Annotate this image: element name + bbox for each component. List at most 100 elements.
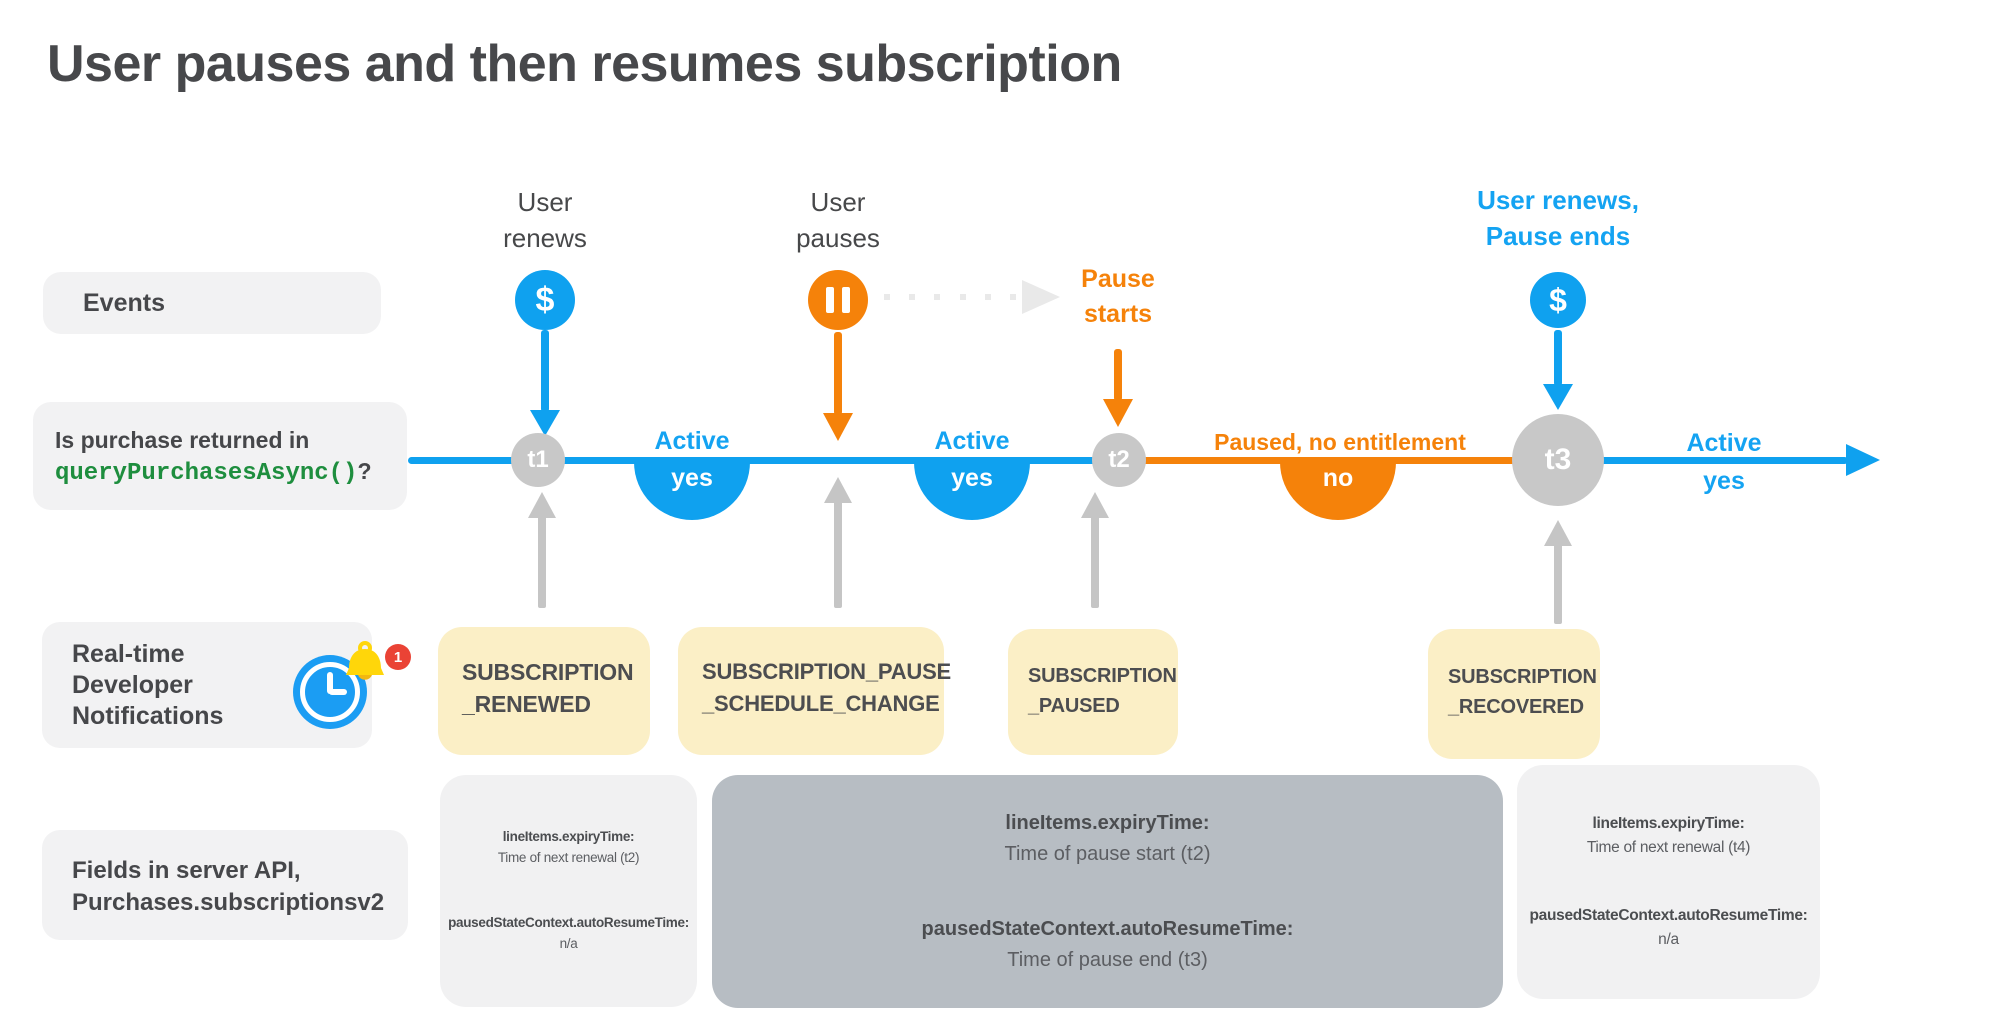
api-fields-box-1: lineItems.expiryTime: Time of next renew… xyxy=(440,775,697,1007)
api-field-name: lineItems.expiryTime: xyxy=(502,829,635,845)
timeline-segment-active-1 xyxy=(408,457,1119,464)
event-label-pause-starts: Pause starts xyxy=(1038,262,1198,332)
api-field: pausedStateContext.autoResumeTime: n/a xyxy=(1517,904,1820,952)
timeline-arrowhead-icon xyxy=(1846,444,1880,476)
clock-notification-icon xyxy=(293,655,367,729)
dollar-glyph-2: $ xyxy=(1549,281,1567,318)
answer-yes-2-text: yes xyxy=(951,464,993,492)
pause-schedule-dotted-line xyxy=(884,294,1016,300)
status-active-3: Active xyxy=(1686,429,1762,457)
rtdn-arrow-4-head xyxy=(1544,520,1572,546)
api-field: lineItems.expiryTime: Time of next renew… xyxy=(440,827,697,869)
timeline-node-t2: t2 xyxy=(1092,433,1146,487)
timeline-node-t3: t3 xyxy=(1512,414,1604,506)
api-field-value: Time of pause start (t2) xyxy=(1004,842,1211,865)
rtdn-box-subscription-recovered: SUBSCRIPTION _RECOVERED xyxy=(1428,629,1600,759)
rtdn-box-1-line2: _RENEWED xyxy=(462,691,591,717)
event-label-user-pauses: User pauses xyxy=(758,184,918,256)
node-t3-label: t3 xyxy=(1544,443,1572,476)
answer-yes-3: yes xyxy=(1703,467,1745,495)
clock-hand-hour xyxy=(329,689,347,695)
rtdn-arrow-2-head xyxy=(824,477,852,503)
event-label-user-pauses-line2: pauses xyxy=(796,223,880,253)
pause-starts-arrow-head xyxy=(1103,399,1133,427)
rtdn-box-subscription-renewed: SUBSCRIPTION _RENEWED xyxy=(438,627,650,755)
server-api-row-label: Fields in server API, Purchases.subscrip… xyxy=(42,830,408,940)
api-field-name: pausedStateContext.autoResumeTime: xyxy=(921,917,1294,940)
rtdn-box-3-line1: SUBSCRIPTION xyxy=(1028,665,1177,687)
status-paused: Paused, no entitlement xyxy=(1214,429,1466,455)
events-row-label-text: Events xyxy=(83,288,165,317)
purchase-question-label: Is purchase returned in queryPurchasesAs… xyxy=(33,402,407,510)
rtdn-label-line1: Real-time xyxy=(72,640,185,668)
answer-yes-2: yes xyxy=(914,462,1030,520)
rtdn-label-line3: Notifications xyxy=(72,702,224,730)
renew2-arrow-head xyxy=(1543,384,1573,410)
status-active-1: Active xyxy=(654,427,730,455)
purchase-question-suffix: ? xyxy=(357,458,372,484)
event-label-user-renews-line1: User xyxy=(517,187,573,217)
rtdn-box-4-line2: _RECOVERED xyxy=(1448,696,1584,718)
node-t1-label: t1 xyxy=(527,446,549,473)
event-label-pause-starts-line1: Pause xyxy=(1081,265,1155,293)
pause-arrow-head xyxy=(823,413,853,441)
timeline-segment-active-2 xyxy=(1558,457,1848,464)
rtdn-arrow-3-shaft xyxy=(1091,516,1099,608)
pause-arrow-shaft xyxy=(834,332,842,415)
rtdn-box-4-line1: SUBSCRIPTION xyxy=(1448,666,1597,688)
rtdn-arrow-1-shaft xyxy=(538,516,546,608)
server-api-label-line1: Fields in server API, xyxy=(72,857,301,884)
rtdn-arrow-1-head xyxy=(528,492,556,518)
purchase-question-line1: Is purchase returned in xyxy=(55,427,310,453)
api-field-value: Time of pause end (t3) xyxy=(1007,948,1208,971)
clock-ring xyxy=(300,662,360,722)
timeline-node-t1: t1 xyxy=(511,433,565,487)
renew1-arrow-shaft xyxy=(541,330,549,412)
api-field-name: lineItems.expiryTime: xyxy=(1005,811,1210,834)
pause-event-icon xyxy=(808,270,868,330)
answer-no: no xyxy=(1280,462,1396,520)
event-label-user-renews-pause-ends: User renews, Pause ends xyxy=(1418,182,1698,254)
api-field-value: Time of next renewal (t2) xyxy=(497,850,640,866)
renew2-arrow-shaft xyxy=(1554,330,1562,386)
dollar-glyph-1: $ xyxy=(535,280,555,319)
page-title: User pauses and then resumes subscriptio… xyxy=(47,35,1122,93)
api-field-name: pausedStateContext.autoResumeTime: xyxy=(448,915,689,930)
timeline-segment-paused xyxy=(1119,457,1558,464)
event-label-pause-starts-line2: starts xyxy=(1083,300,1153,328)
api-fields-box-2-highlighted: lineItems.expiryTime: Time of pause star… xyxy=(712,775,1503,1008)
rtdn-box-subscription-paused: SUBSCRIPTION _PAUSED xyxy=(1008,629,1178,755)
bell-icon xyxy=(346,641,384,680)
api-field-name: pausedStateContext.autoResumeTime: xyxy=(1529,907,1808,924)
event-label-renews2-line2: Pause ends xyxy=(1485,221,1631,251)
dollar-event-icon-2: $ xyxy=(1530,272,1586,328)
event-label-user-renews: User renews xyxy=(465,184,625,256)
pause-starts-arrow-shaft xyxy=(1114,349,1122,401)
rtdn-box-3-line2: _PAUSED xyxy=(1028,695,1120,717)
api-field: lineItems.expiryTime: Time of pause star… xyxy=(712,808,1503,870)
query-purchases-code: queryPurchasesAsync() xyxy=(55,460,358,487)
answer-no-text: no xyxy=(1322,464,1354,492)
server-api-label-line2: Purchases.subscriptionsv2 xyxy=(72,889,385,916)
api-field-value: n/a xyxy=(1658,931,1679,949)
dollar-event-icon-1: $ xyxy=(515,270,575,330)
pause-schedule-dotted-arrowhead-icon xyxy=(1022,280,1060,314)
rtdn-box-subscription-pause-schedule-change: SUBSCRIPTION_PAUSE _SCHEDULE_CHANGE xyxy=(678,627,951,755)
rtdn-label-line2: Developer xyxy=(72,671,193,699)
node-t2-label: t2 xyxy=(1108,446,1130,473)
status-active-2: Active xyxy=(934,427,1010,455)
rtdn-box-2-line2: _SCHEDULE_CHANGE xyxy=(702,691,940,716)
rtdn-arrow-4-shaft xyxy=(1554,544,1562,624)
pause-bar-left xyxy=(826,287,834,313)
notification-badge: 1 xyxy=(385,644,411,670)
event-label-user-renews-line2: renews xyxy=(503,223,587,253)
notification-badge-count: 1 xyxy=(393,648,403,666)
api-fields-box-3: lineItems.expiryTime: Time of next renew… xyxy=(1517,765,1820,999)
api-field-name: lineItems.expiryTime: xyxy=(1592,814,1745,832)
api-field: pausedStateContext.autoResumeTime: Time … xyxy=(712,914,1503,976)
clock-hand-minute xyxy=(327,672,333,694)
rtdn-arrow-3-head xyxy=(1081,492,1109,518)
events-row-label: Events xyxy=(43,272,381,334)
answer-yes-1: yes xyxy=(634,462,750,520)
